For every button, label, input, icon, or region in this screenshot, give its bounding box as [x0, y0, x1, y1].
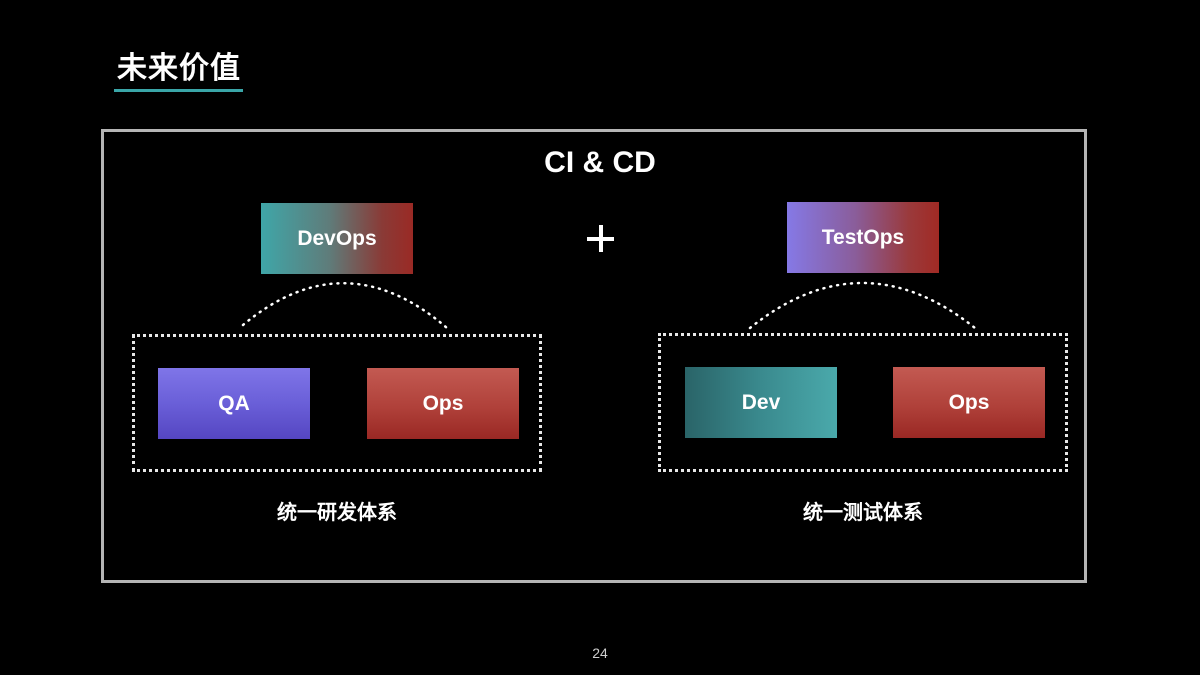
qa-box: QA [158, 368, 310, 439]
right-connector-arc [748, 281, 977, 330]
ops-box-right: Ops [893, 367, 1045, 438]
dev-label: Dev [741, 390, 781, 414]
plus-icon [575, 214, 625, 264]
ops-box-left: Ops [367, 368, 519, 439]
testops-label: TestOps [821, 225, 905, 249]
qa-label: QA [218, 391, 250, 415]
left-connector-arc [241, 282, 449, 330]
title-underline [114, 89, 243, 92]
page-number: 24 [592, 645, 608, 661]
testops-box: TestOps [787, 202, 939, 273]
ops-label-left: Ops [422, 391, 464, 415]
right-team-group [658, 333, 1068, 472]
right-system-caption: 统一测试体系 [803, 500, 923, 524]
left-team-group [132, 334, 542, 472]
devops-label: DevOps [297, 226, 377, 250]
dev-box: Dev [685, 367, 837, 438]
left-system-caption: 统一研发体系 [277, 500, 397, 524]
slide-title: 未来价值 [117, 51, 241, 86]
diagram-heading: CI & CD [544, 146, 656, 179]
ops-label-right: Ops [948, 390, 990, 414]
devops-box: DevOps [261, 203, 413, 274]
diagram-frame [101, 129, 1087, 583]
